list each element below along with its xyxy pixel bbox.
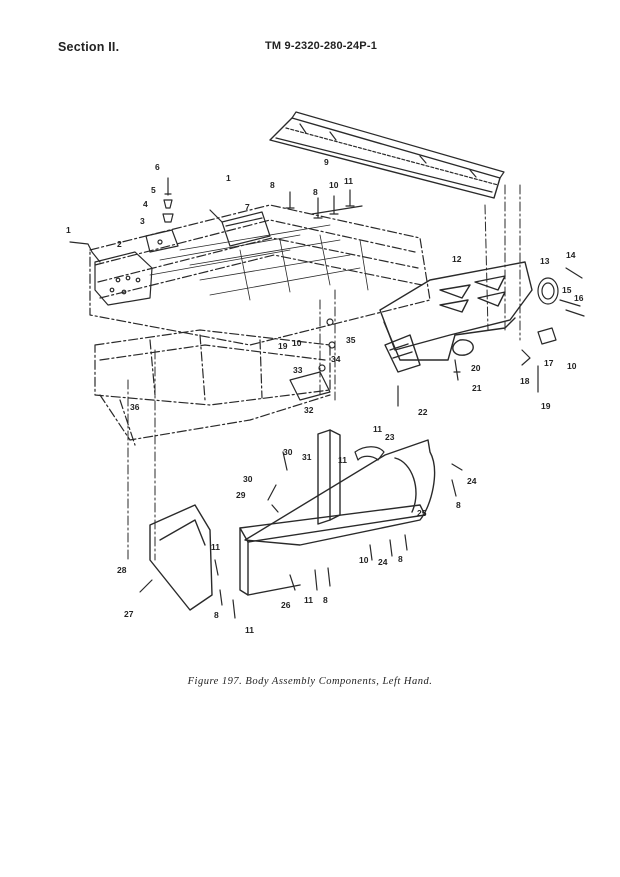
callout-10c: 10 — [292, 338, 302, 348]
callout-11a: 11 — [344, 176, 353, 186]
bolts-top — [285, 189, 363, 219]
callout-16: 16 — [574, 293, 584, 303]
underframe — [94, 329, 331, 446]
callout-11b: 11 — [373, 424, 382, 434]
callout-11d: 11 — [211, 542, 220, 552]
callout-11c: 11 — [338, 455, 347, 465]
callout-7: 7 — [245, 202, 250, 212]
callout-10b: 10 — [567, 361, 577, 371]
bolt-14 — [565, 267, 583, 279]
bracket-3 — [145, 229, 179, 253]
manual-number: TM 9-2320-280-24P-1 — [265, 40, 378, 52]
callout-1a: 1 — [66, 225, 71, 235]
callout-19a: 19 — [541, 401, 551, 411]
callout-27: 27 — [124, 609, 134, 619]
callout-8b: 8 — [313, 187, 318, 197]
bolt-15-16 — [559, 299, 585, 317]
callout-24a: 24 — [467, 476, 477, 486]
callout-15: 15 — [562, 285, 572, 295]
brace-32 — [289, 318, 336, 401]
callout-5: 5 — [151, 185, 156, 195]
callout-1b: 1 — [226, 173, 231, 183]
hardware-18-22 — [397, 349, 539, 407]
callout-33: 33 — [293, 365, 303, 375]
vertical-guides — [127, 184, 521, 561]
plate-7 — [209, 209, 271, 247]
callout-36: 36 — [130, 402, 140, 412]
section-heading: Section II. — [58, 40, 120, 54]
callout-29: 29 — [236, 490, 246, 500]
callout-10a: 10 — [329, 180, 339, 190]
callout-11f: 11 — [245, 625, 254, 635]
post-31 — [317, 429, 341, 525]
callout-22: 22 — [418, 407, 428, 417]
splash-panel-28 — [149, 504, 213, 611]
callout-3: 3 — [140, 216, 145, 226]
callout-19b: 19 — [278, 341, 288, 351]
callout-35: 35 — [346, 335, 356, 345]
callout-11e: 11 — [304, 595, 313, 605]
wire-1a — [69, 241, 101, 263]
callout-8f: 8 — [323, 595, 328, 605]
plate-2 — [94, 251, 153, 306]
callout-2: 2 — [117, 239, 122, 249]
callout-8c: 8 — [456, 500, 461, 510]
bolts-lower — [139, 451, 463, 619]
callout-32: 32 — [304, 405, 314, 415]
callout-18: 18 — [520, 376, 530, 386]
figure-caption: Figure 197. Body Assembly Components, Le… — [187, 676, 433, 687]
callout-34: 34 — [331, 354, 341, 364]
callout-13: 13 — [540, 256, 550, 266]
callout-30a: 30 — [283, 447, 293, 457]
callout-30b: 30 — [243, 474, 253, 484]
latch-17 — [537, 327, 557, 345]
callout-26: 26 — [281, 600, 291, 610]
callout-24b: 24 — [378, 557, 388, 567]
callout-8a: 8 — [270, 180, 275, 190]
callout-23: 23 — [385, 432, 395, 442]
callout-9: 9 — [324, 157, 329, 167]
callout-17: 17 — [544, 358, 554, 368]
callout-10d: 10 — [359, 555, 369, 565]
callout-4: 4 — [143, 199, 148, 209]
callout-25: 25 — [417, 508, 427, 518]
callout-6: 6 — [155, 162, 160, 172]
top-rail — [269, 111, 505, 199]
hardware-4-6 — [162, 177, 174, 223]
callout-12: 12 — [452, 254, 462, 264]
callout-8e: 8 — [214, 610, 219, 620]
callout-14: 14 — [566, 250, 576, 260]
callout-21: 21 — [472, 383, 482, 393]
callout-20: 20 — [471, 363, 481, 373]
floor-pan — [89, 204, 431, 346]
callout-28: 28 — [117, 565, 127, 575]
callout-31: 31 — [302, 452, 312, 462]
callout-8d: 8 — [398, 554, 403, 564]
running-board — [239, 504, 426, 596]
floor-ribs — [149, 224, 369, 301]
stowage-box-12 — [379, 261, 533, 373]
reflector-13 — [537, 277, 559, 305]
